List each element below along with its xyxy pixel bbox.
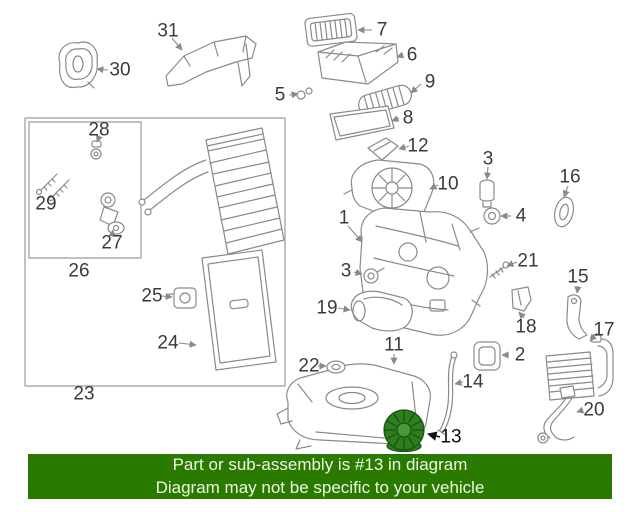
part-4-grommet <box>483 207 501 225</box>
part-24-panel <box>201 249 277 371</box>
part-label-23[interactable]: 23 <box>73 383 95 405</box>
part-16-disc <box>553 196 575 228</box>
part-label-8[interactable]: 8 <box>402 107 414 129</box>
part-label-16[interactable]: 16 <box>559 166 581 188</box>
part-27-valve <box>99 192 125 235</box>
part-10-upper-housing <box>343 159 435 221</box>
part-label-29[interactable]: 29 <box>35 193 57 215</box>
highlight-banner: Part or sub-assembly is #13 in diagram D… <box>28 454 612 499</box>
leader-lines <box>96 26 598 414</box>
part-label-6[interactable]: 6 <box>406 44 418 66</box>
part-label-31[interactable]: 31 <box>157 20 179 42</box>
part-13-blower-motor[interactable] <box>383 409 425 453</box>
part-9-roller <box>358 84 412 116</box>
part-5-grommets <box>296 87 313 100</box>
part-label-17[interactable]: 17 <box>593 319 615 341</box>
part-15-bracket <box>566 294 588 340</box>
banner-line-2: Diagram may not be specific to your vehi… <box>155 477 485 497</box>
part-label-30[interactable]: 30 <box>109 59 131 81</box>
part-30-cover <box>58 41 98 89</box>
part-label-24[interactable]: 24 <box>157 332 179 354</box>
part-label-27[interactable]: 27 <box>101 232 123 254</box>
part-21-bolt <box>489 261 510 279</box>
part-label-28[interactable]: 28 <box>88 119 110 141</box>
part-label-12[interactable]: 12 <box>407 135 429 157</box>
part-label-3[interactable]: 3 <box>482 148 494 170</box>
part-31-bracket <box>165 35 257 87</box>
part-label-26[interactable]: 26 <box>68 260 90 282</box>
group-box-23 <box>24 117 286 387</box>
part-label-1[interactable]: 1 <box>338 207 350 229</box>
part-3-sensor <box>363 267 385 284</box>
part-label-7[interactable]: 7 <box>376 19 388 41</box>
part-25-module <box>168 287 197 309</box>
part-28-grommet <box>90 140 102 160</box>
part-label-5[interactable]: 5 <box>274 84 286 106</box>
part-label-10[interactable]: 10 <box>437 173 459 195</box>
part-label-4[interactable]: 4 <box>515 205 527 227</box>
part-label-25[interactable]: 25 <box>141 285 163 307</box>
part-label-22[interactable]: 22 <box>298 355 320 377</box>
part-29-screws <box>35 173 70 202</box>
part-label-19[interactable]: 19 <box>316 297 338 319</box>
part-12-duct <box>367 137 399 161</box>
part-14-rod <box>437 351 458 436</box>
part-19-duct <box>350 290 413 332</box>
part-6-cowl <box>317 41 399 85</box>
part-22-cap <box>326 360 346 374</box>
part-label-11[interactable]: 11 <box>384 334 404 356</box>
part-label-15[interactable]: 15 <box>567 266 589 288</box>
leader-line-13 <box>427 431 441 441</box>
part-label-2[interactable]: 2 <box>514 344 526 366</box>
part-label-21[interactable]: 21 <box>517 250 539 272</box>
evaporator-core <box>138 127 285 255</box>
banner-line-1: Part or sub-assembly is #13 in diagram <box>172 455 468 475</box>
part-label-13[interactable]: 13 <box>440 426 462 448</box>
heater-core <box>545 351 595 401</box>
part-8-filter <box>329 105 395 141</box>
part-2-vent <box>473 341 501 371</box>
part-7-grille <box>304 12 358 47</box>
part-label-3[interactable]: 3 <box>340 260 352 282</box>
part-label-14[interactable]: 14 <box>462 371 484 393</box>
part-17-pipes <box>590 334 614 397</box>
part-20-hose <box>537 385 576 444</box>
part-label-18[interactable]: 18 <box>515 316 537 338</box>
part-label-9[interactable]: 9 <box>424 71 436 93</box>
part-label-20[interactable]: 20 <box>583 399 605 421</box>
part-18-clip <box>511 286 532 312</box>
group-box-26 <box>28 121 142 259</box>
part-3-sensor-top <box>479 179 495 208</box>
